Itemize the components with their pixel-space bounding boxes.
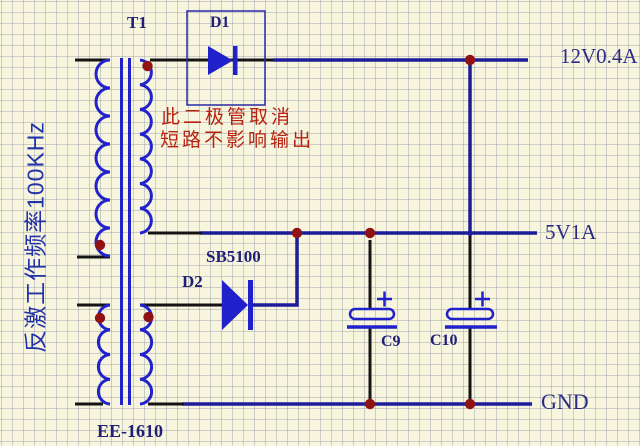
d1-cathode-bar [233, 46, 238, 75]
junction-gnd-c10 [464, 398, 476, 410]
polarity-dot-primary [94, 239, 106, 251]
transformer-symbol [94, 58, 154, 406]
side-note-frequency: 反激工作频率100KHz [22, 121, 49, 353]
winding-primary-bottom [96, 303, 111, 406]
d1-anode-triangle [208, 46, 233, 75]
winding-secondary-top [139, 58, 153, 235]
diode2-ref-label: D2 [182, 272, 203, 291]
diode2-part-label: SB5100 [206, 247, 261, 266]
note-line1: 此二极管取消 [161, 107, 294, 128]
diode-d2-symbol [222, 280, 253, 330]
junction-5v-d2 [291, 227, 303, 239]
winding-secondary-bottom [139, 303, 154, 406]
polarity-dot-secondary2 [143, 311, 154, 323]
note-line2: 短路不影响输出 [160, 130, 315, 151]
winding-primary-top [94, 58, 111, 258]
transformer-ref-label: T1 [127, 13, 147, 32]
d2-anode-triangle [222, 280, 248, 330]
output-12v-label: 12V0.4A [560, 44, 638, 68]
junction-5v-c9 [364, 227, 376, 239]
cap2-ref-label: C10 [430, 332, 458, 349]
cap1-ref-label: C9 [381, 333, 401, 350]
output-5v-label: 5V1A [545, 220, 597, 244]
c10-plus-sign [475, 291, 490, 307]
ground-label: GND [541, 389, 589, 414]
diode-d1-symbol [186, 10, 266, 106]
d1-highlight-box [186, 10, 266, 106]
c9-plus-sign [377, 291, 392, 307]
d2-cathode-bar [248, 280, 253, 330]
polarity-dot-secondary1 [142, 60, 153, 72]
junction-dots [94, 54, 476, 410]
pins [75, 58, 472, 406]
capacitor-c10-symbol [445, 291, 497, 329]
diode1-ref-label: D1 [210, 14, 230, 31]
transformer-part-label: EE-1610 [97, 421, 164, 441]
capacitor-c9-symbol [347, 291, 397, 329]
c9-top-plate [348, 307, 396, 321]
polarity-dot-aux [94, 312, 106, 324]
junction-gnd-c9 [364, 398, 376, 410]
junction-12v-c10 [464, 54, 476, 66]
c10-top-plate [445, 307, 495, 321]
wire-d2-to-5v [253, 233, 299, 307]
